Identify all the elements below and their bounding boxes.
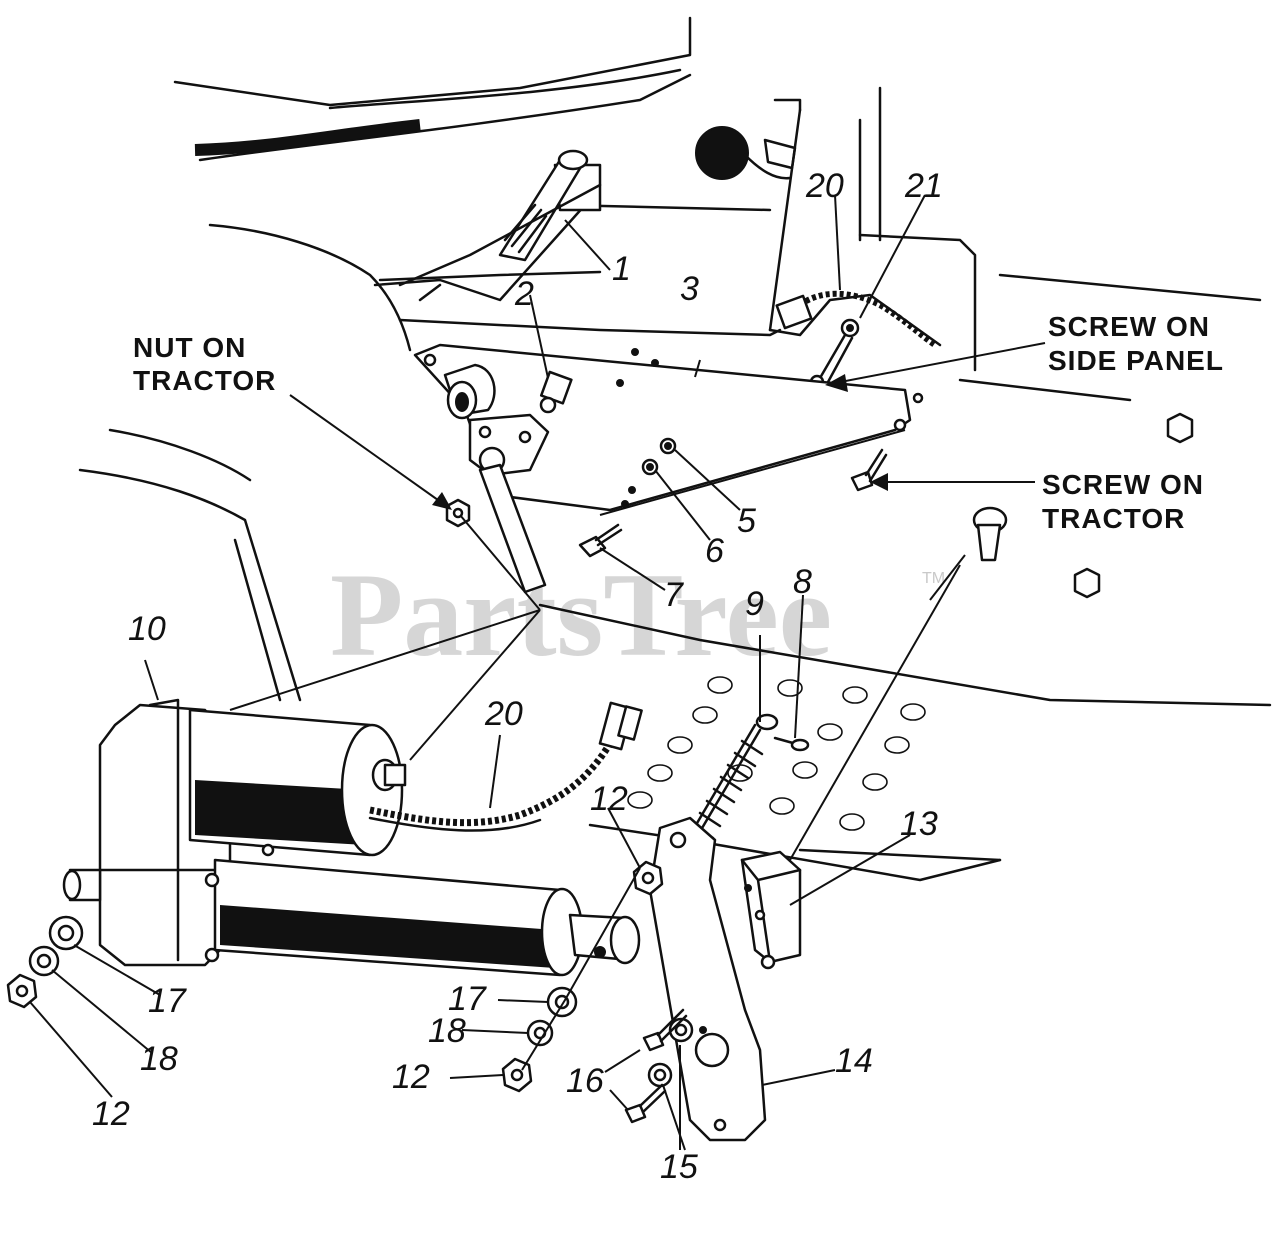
callout-18-right: 18	[428, 1012, 466, 1050]
callout-2: 2	[514, 275, 534, 313]
callout-10: 10	[128, 610, 166, 648]
note-side-panel-line1: SCREW ON	[1048, 311, 1210, 342]
watermark-trademark: TM	[922, 570, 945, 587]
callout-3: 3	[680, 270, 699, 308]
fasteners-5-6-7	[578, 437, 677, 558]
callout-8: 8	[793, 563, 812, 601]
lift-lever	[398, 149, 602, 287]
knob	[695, 126, 797, 180]
callout-21: 21	[904, 167, 943, 205]
callout-16: 16	[566, 1062, 604, 1100]
callout-14: 14	[835, 1042, 873, 1080]
callout-9: 9	[745, 585, 764, 623]
wire-harness-upper	[775, 290, 937, 390]
note-screw-on-side-panel: SCREW ON SIDE PANEL	[1048, 311, 1224, 376]
note-arrows	[289, 342, 1046, 510]
callout-12-right: 12	[392, 1058, 430, 1096]
callout-6: 6	[705, 532, 724, 570]
spring	[688, 713, 810, 842]
note-nut-line1: NUT ON	[133, 332, 246, 363]
callout-5: 5	[737, 502, 756, 540]
callout-1: 1	[612, 250, 631, 288]
wire-harness-lower	[368, 701, 643, 832]
mounting-plate	[413, 343, 924, 594]
note-side-panel-line2: SIDE PANEL	[1048, 345, 1224, 376]
hardware	[6, 860, 707, 1124]
callout-20-upper: 20	[805, 167, 844, 205]
note-screw-tractor-line1: SCREW ON	[1042, 469, 1204, 500]
note-screw-on-tractor: SCREW ON TRACTOR	[1042, 469, 1204, 534]
note-nut-line2: TRACTOR	[133, 365, 276, 396]
tractor-body-outline	[208, 86, 1262, 402]
footrest-holes	[627, 676, 926, 831]
callout-17-right: 17	[448, 980, 487, 1018]
callout-13: 13	[900, 805, 938, 843]
leader-lines	[29, 194, 966, 1151]
callout-12-center: 12	[590, 780, 628, 818]
note-screw-tractor-line2: TRACTOR	[1042, 503, 1185, 534]
screws-right	[850, 412, 1194, 599]
callout-7: 7	[664, 576, 684, 614]
callout-labels: 1 2 3 5 6 7 8 9 10 20 12 13 14 16 15 17 …	[92, 167, 943, 1186]
lift-arm	[648, 816, 802, 1142]
callout-15: 15	[660, 1148, 698, 1186]
tractor-seat	[173, 16, 692, 162]
note-nut-on-tractor: NUT ON TRACTOR	[133, 332, 276, 396]
callout-18-left: 18	[140, 1040, 178, 1078]
callout-20-lower: 20	[484, 695, 523, 733]
callout-17-left: 17	[148, 982, 187, 1020]
callout-12-left: 12	[92, 1095, 130, 1133]
actuator-motor	[62, 428, 641, 977]
